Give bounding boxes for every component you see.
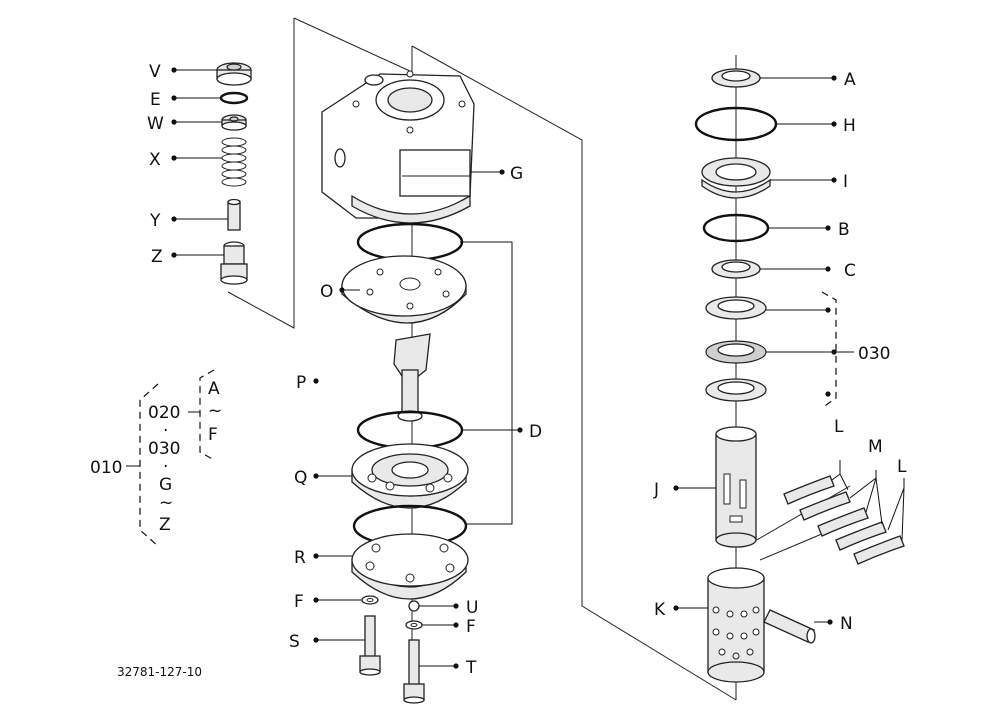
label-010-dot-1: · bbox=[163, 421, 168, 441]
part-i-bushing bbox=[701, 157, 771, 199]
label-i: I bbox=[843, 172, 848, 192]
part-u-ball bbox=[408, 600, 420, 612]
label-t: T bbox=[465, 658, 477, 678]
part-l-m-springs bbox=[783, 475, 905, 565]
part-x-spring bbox=[221, 137, 247, 187]
label-h: H bbox=[843, 116, 856, 136]
label-o: O bbox=[320, 282, 333, 302]
relief-valve-stack bbox=[216, 62, 252, 285]
label-030: 030 bbox=[858, 344, 890, 364]
part-n-pin bbox=[763, 609, 816, 644]
part-d-o-ring-top bbox=[356, 222, 464, 262]
part-p-drive-shaft bbox=[393, 333, 431, 422]
label-k: K bbox=[654, 600, 666, 620]
label-020-f: F bbox=[208, 425, 218, 445]
label-a: A bbox=[844, 70, 856, 90]
label-g: G bbox=[510, 164, 523, 184]
label-010-020: 020 bbox=[148, 403, 180, 423]
label-m: M bbox=[868, 437, 883, 457]
label-x: X bbox=[149, 150, 161, 170]
part-s-screw bbox=[359, 615, 381, 676]
label-s: S bbox=[289, 632, 300, 652]
label-010-g: G bbox=[159, 475, 172, 495]
part-k-sleeve bbox=[707, 567, 765, 683]
part-t-screw bbox=[403, 639, 425, 704]
label-z: Z bbox=[151, 247, 163, 267]
callout-labels: V E W X Y Z G O P D Q R F S U F T A H I … bbox=[90, 62, 907, 679]
label-f-right: F bbox=[466, 617, 476, 637]
part-v-plug bbox=[216, 62, 252, 86]
part-y-pin bbox=[227, 198, 241, 231]
label-010-z: Z bbox=[159, 515, 171, 535]
label-c: C bbox=[844, 261, 856, 281]
part-a-seal bbox=[711, 68, 761, 88]
label-d: D bbox=[529, 422, 542, 442]
label-w: W bbox=[147, 114, 164, 134]
group-brackets bbox=[126, 291, 854, 547]
label-010-tilde: ~ bbox=[159, 493, 173, 513]
label-b: B bbox=[838, 220, 850, 240]
part-o-plate bbox=[341, 255, 467, 324]
label-010-030: 030 bbox=[148, 439, 180, 459]
part-q-gerotor bbox=[351, 443, 469, 509]
part-f-washer-left bbox=[361, 595, 379, 605]
part-030-bearing bbox=[705, 296, 767, 402]
label-n: N bbox=[840, 614, 853, 634]
label-l-right: L bbox=[897, 457, 907, 477]
part-w-washer bbox=[221, 114, 247, 131]
part-z-valve-seat bbox=[220, 241, 248, 285]
label-p: P bbox=[296, 373, 306, 393]
part-g-housing bbox=[321, 70, 475, 224]
label-l-left: L bbox=[834, 417, 844, 437]
drawing-number: 32781-127-10 bbox=[117, 665, 202, 679]
label-020-a: A bbox=[208, 379, 220, 399]
leader-lines bbox=[171, 67, 905, 669]
label-010: 010 bbox=[90, 458, 122, 478]
part-e-o-ring bbox=[219, 91, 249, 105]
label-f-left: F bbox=[294, 592, 304, 612]
label-e: E bbox=[150, 90, 161, 110]
part-r-end-plate bbox=[351, 533, 469, 600]
part-f-washer-right bbox=[405, 620, 423, 630]
label-q: Q bbox=[294, 468, 307, 488]
label-j: J bbox=[653, 480, 659, 500]
label-u: U bbox=[466, 598, 478, 618]
part-j-spool bbox=[715, 426, 757, 548]
label-r: R bbox=[294, 548, 306, 568]
part-c-seal bbox=[711, 259, 761, 279]
label-v: V bbox=[149, 62, 161, 82]
label-010-dot-2: · bbox=[163, 457, 168, 477]
label-020-tilde: ~ bbox=[208, 401, 222, 421]
label-y: Y bbox=[149, 211, 161, 231]
